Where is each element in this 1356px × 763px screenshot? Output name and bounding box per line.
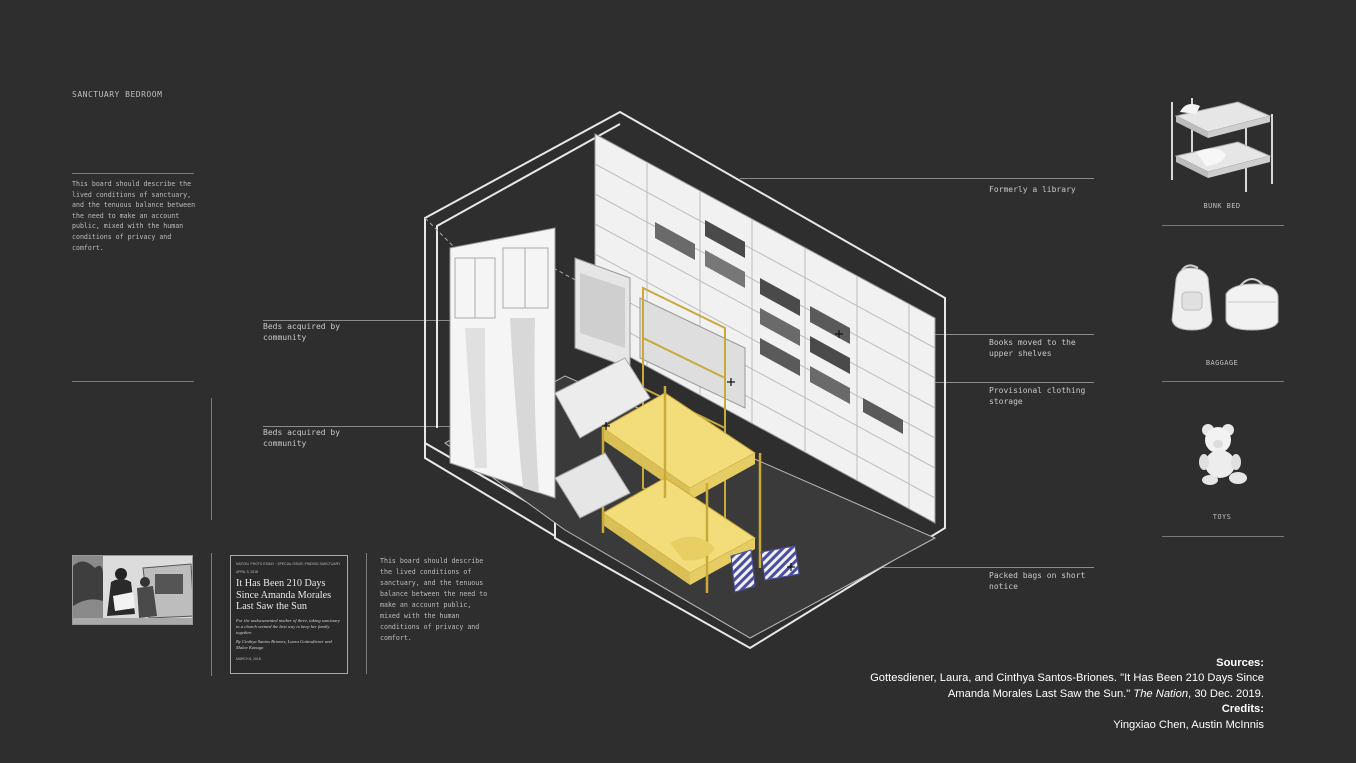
divider (1162, 381, 1284, 382)
annotation-library: Formerly a library (989, 185, 1076, 194)
divider (1162, 225, 1284, 226)
description-text: This board should describe the lived con… (380, 557, 488, 642)
annotation-bags: Packed bags on short notice (989, 571, 1086, 591)
annotation-clothing: Provisional clothing storage (989, 386, 1086, 406)
annotation-beds-top: Beds acquired by community (263, 322, 341, 342)
citation-line1: Gottesdiener, Laura, and Cinthya Santos-… (870, 672, 1264, 685)
news-photo-illustration (73, 556, 192, 624)
bunk-bed-icon (1171, 98, 1273, 192)
article-headline: It Has Been 210 Days Since Amanda Morale… (236, 578, 332, 612)
article-section: PHOTO ESSAY · SPECIAL ISSUE: FINDING SAN… (250, 562, 341, 566)
board-title: SANCTUARY BEDROOM (72, 90, 163, 99)
sources-block: Sources: Gottesdiener, Laura, and Cinthy… (870, 656, 1264, 733)
divider (211, 553, 212, 676)
news-photo (72, 555, 193, 625)
news-article-card[interactable]: NATION PHOTO ESSAY · SPECIAL ISSUE: FIND… (230, 555, 348, 674)
annotation-beds-bottom: Beds acquired by community (263, 428, 341, 448)
divider (72, 173, 194, 174)
sources-label: Sources: (1216, 657, 1264, 669)
annotation-books: Books moved to the upper shelves (989, 338, 1076, 358)
axonometric-room-drawing (424, 110, 946, 650)
divider (366, 553, 367, 674)
leader-line (263, 320, 488, 321)
credits-names: Yingxiao Chen, Austin McInnis (1113, 718, 1264, 731)
divider (1162, 536, 1284, 537)
leader-line (840, 334, 1094, 335)
category-label-bunk: BUNK BED (1203, 202, 1241, 210)
category-label-toys: TOYS (1212, 513, 1232, 521)
article-dek: For the undocumented mother of three, ta… (236, 617, 340, 635)
article-date-bottom: MARCH 6, 2018 (236, 656, 261, 661)
teddy-bear-icon (1199, 424, 1247, 485)
article-date-top: APRIL 9, 2018 (236, 570, 258, 574)
article-byline: By Cinthya Santos Briones, Laura Gottesd… (236, 638, 332, 650)
intro-text: This board should describe the lived con… (72, 180, 196, 252)
citation-journal: The Nation (1133, 687, 1189, 700)
leader-line (790, 567, 1094, 568)
leader-line (740, 178, 1094, 179)
citation-line2b: , 30 Dec. 2019. (1188, 687, 1264, 700)
divider (72, 381, 194, 382)
citation-line2a: Amanda Morales Last Saw the Sun." (947, 687, 1134, 700)
credits-label: Credits: (1221, 703, 1264, 716)
leader-line (263, 426, 603, 427)
article-masthead: NATION (236, 562, 249, 566)
category-label-baggage: BAGGAGE (1205, 359, 1239, 367)
divider (211, 398, 212, 520)
baggage-icon (1171, 264, 1279, 331)
